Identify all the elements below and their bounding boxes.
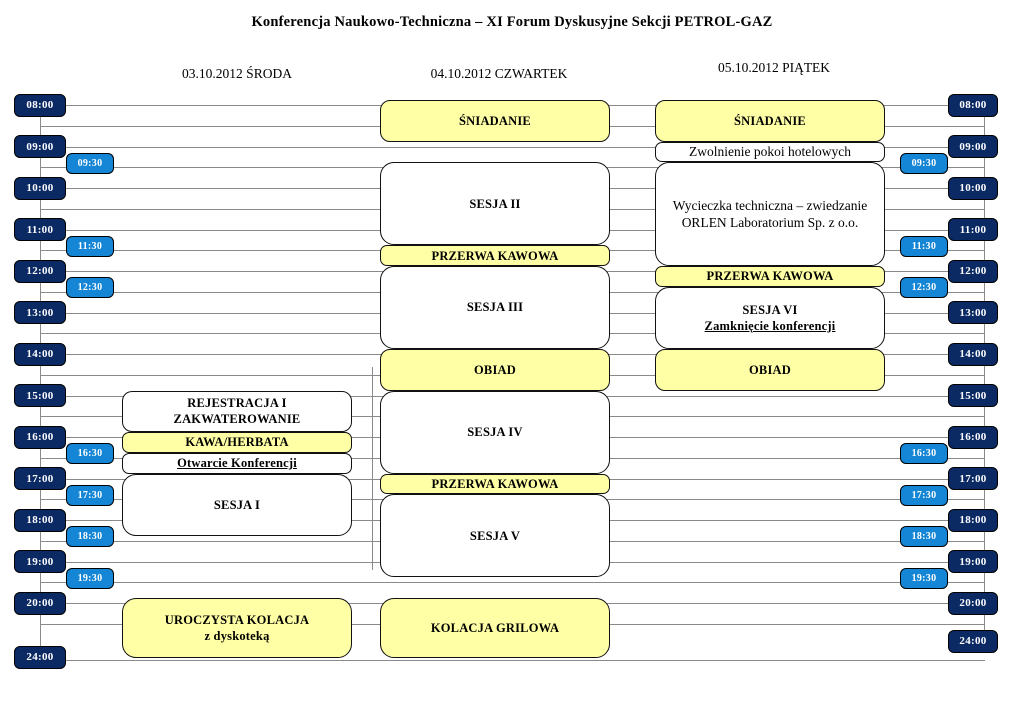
event-sesja-v: SESJA V	[380, 494, 610, 578]
day-header-sroda: 03.10.2012 ŚRODA	[182, 66, 292, 81]
time-badge-2400-left: 24:00	[14, 645, 66, 669]
event-sniadanie: ŚNIADANIE	[380, 100, 610, 142]
day-header-piatek: 05.10.2012 PIĄTEK	[717, 60, 831, 75]
time-badge-1930-right: 19:30	[900, 567, 948, 589]
time-badge-1000-left: 10:00	[14, 176, 66, 200]
time-badge-1230-right: 12:30	[900, 277, 948, 299]
event-rejestracja-i: REJESTRACJA I ZAKWATEROWANIE	[122, 390, 352, 432]
time-badge-1230-left: 12:30	[66, 277, 114, 299]
time-badge-1400-left: 14:00	[14, 342, 66, 366]
event-przerwa-kawowa: PRZERWA KAWOWA	[380, 245, 610, 266]
event-sesja-i: SESJA I	[122, 473, 352, 536]
time-badge-1130-left: 11:30	[66, 235, 114, 257]
time-badge-0930-left: 09:30	[66, 152, 114, 174]
time-badge-1130-right: 11:30	[900, 235, 948, 257]
event-obiad: OBIAD	[380, 349, 610, 391]
event-label: ZAKWATEROWANIE	[173, 412, 301, 427]
event-label: Zamknięcie konferencji	[704, 318, 836, 333]
event-przerwa-kawowa: PRZERWA KAWOWA	[380, 473, 610, 495]
time-badge-1400-right: 14:00	[948, 342, 998, 366]
event-sesja-ii: SESJA II	[380, 162, 610, 246]
event-label: PRZERWA KAWOWA	[431, 476, 559, 491]
time-badge-1800-right: 18:00	[948, 508, 998, 532]
event-label: KOLACJA GRILOWA	[430, 620, 560, 635]
time-badge-1730-left: 17:30	[66, 484, 114, 506]
time-badge-1200-left: 12:00	[14, 259, 66, 283]
time-badge-1200-right: 12:00	[948, 259, 998, 283]
time-badge-1100-right: 11:00	[948, 218, 998, 241]
event-label: REJESTRACJA I	[187, 396, 287, 410]
grid-line	[40, 146, 985, 148]
event-sniadanie: ŚNIADANIE	[655, 100, 885, 142]
grid-line	[40, 582, 985, 584]
time-badge-1900-right: 19:00	[948, 550, 998, 573]
event-label: PRZERWA KAWOWA	[431, 248, 559, 263]
time-badge-1600-left: 16:00	[14, 425, 66, 449]
time-badge-1500-left: 15:00	[14, 384, 66, 407]
grid-line	[40, 660, 985, 661]
time-badge-1830-right: 18:30	[900, 526, 948, 548]
time-badge-0930-right: 09:30	[900, 152, 948, 174]
event-label: SESJA III	[466, 300, 524, 315]
event-label: Otwarcie Konferencji	[177, 456, 297, 470]
time-badge-1930-left: 19:30	[66, 567, 114, 589]
event-label: SESJA IV	[467, 424, 523, 439]
event-kawa-herbata: KAWA/HERBATA	[122, 432, 352, 453]
time-badge-1500-right: 15:00	[948, 384, 998, 407]
time-badge-1600-right: 16:00	[948, 425, 998, 449]
time-spine-right	[984, 105, 985, 641]
time-badge-0800-right: 08:00	[948, 93, 998, 117]
event-uroczysta-kolacja: UROCZYSTA KOLACJA z dyskoteką	[122, 598, 352, 658]
event-label: Zwolnienie pokoi hotelowych	[689, 144, 851, 160]
event-label: SESJA I	[213, 497, 261, 512]
time-badge-1300-left: 13:00	[14, 301, 66, 324]
event-label: SESJA VI	[742, 302, 798, 317]
event-label: z dyskoteką	[204, 629, 270, 643]
column-divider	[372, 367, 373, 570]
time-badge-1830-left: 18:30	[66, 526, 114, 548]
event-label: UROCZYSTA KOLACJA	[164, 612, 310, 627]
time-badge-1700-right: 17:00	[948, 467, 998, 490]
event-label: ŚNIADANIE	[734, 113, 806, 128]
event-zwolnienie-pokoi-hotelowych: Zwolnienie pokoi hotelowych	[655, 141, 885, 163]
event-label: OBIAD	[749, 362, 791, 377]
time-badge-1100-left: 11:00	[14, 218, 66, 241]
time-spine-left	[40, 105, 41, 657]
day-header-czwartek: 04.10.2012 CZWARTEK	[430, 66, 568, 81]
time-badge-0900-left: 09:00	[14, 135, 66, 158]
event-label: ORLEN Laboratorium Sp. z o.o.	[681, 215, 859, 231]
time-badge-1000-right: 10:00	[948, 176, 998, 200]
time-badge-1800-left: 18:00	[14, 508, 66, 532]
time-badge-0800-left: 08:00	[14, 93, 66, 117]
time-badge-2000-right: 20:00	[948, 591, 998, 615]
event-label: OBIAD	[474, 362, 516, 377]
event-sesja-iii: SESJA III	[380, 266, 610, 349]
event-obiad: OBIAD	[655, 349, 885, 391]
event-sesja-iv: SESJA IV	[380, 390, 610, 474]
time-badge-1700-left: 17:00	[14, 467, 66, 490]
event-label: SESJA V	[469, 528, 521, 543]
time-badge-2000-left: 20:00	[14, 591, 66, 615]
time-badge-2400-right: 24:00	[948, 629, 998, 653]
event-label: ŚNIADANIE	[459, 113, 531, 128]
event-label: Wycieczka techniczna – zwiedzanie	[672, 197, 868, 213]
time-badge-1300-right: 13:00	[948, 301, 998, 324]
schedule-title: Konferencja Naukowo-Techniczna – XI Foru…	[251, 14, 773, 30]
time-badge-1630-right: 16:30	[900, 443, 948, 465]
event-przerwa-kawowa: PRZERWA KAWOWA	[655, 266, 885, 287]
time-badge-1730-right: 17:30	[900, 484, 948, 506]
event-label: SESJA II	[469, 196, 521, 211]
event-otwarcie-konferencji: Otwarcie Konferencji	[122, 452, 352, 474]
time-badge-1900-left: 19:00	[14, 550, 66, 573]
event-kolacja-grilowa: KOLACJA GRILOWA	[380, 598, 610, 658]
time-badge-0900-right: 09:00	[948, 135, 998, 158]
time-badge-1630-left: 16:30	[66, 443, 114, 465]
event-label: KAWA/HERBATA	[185, 435, 289, 450]
event-label: PRZERWA KAWOWA	[706, 269, 834, 284]
